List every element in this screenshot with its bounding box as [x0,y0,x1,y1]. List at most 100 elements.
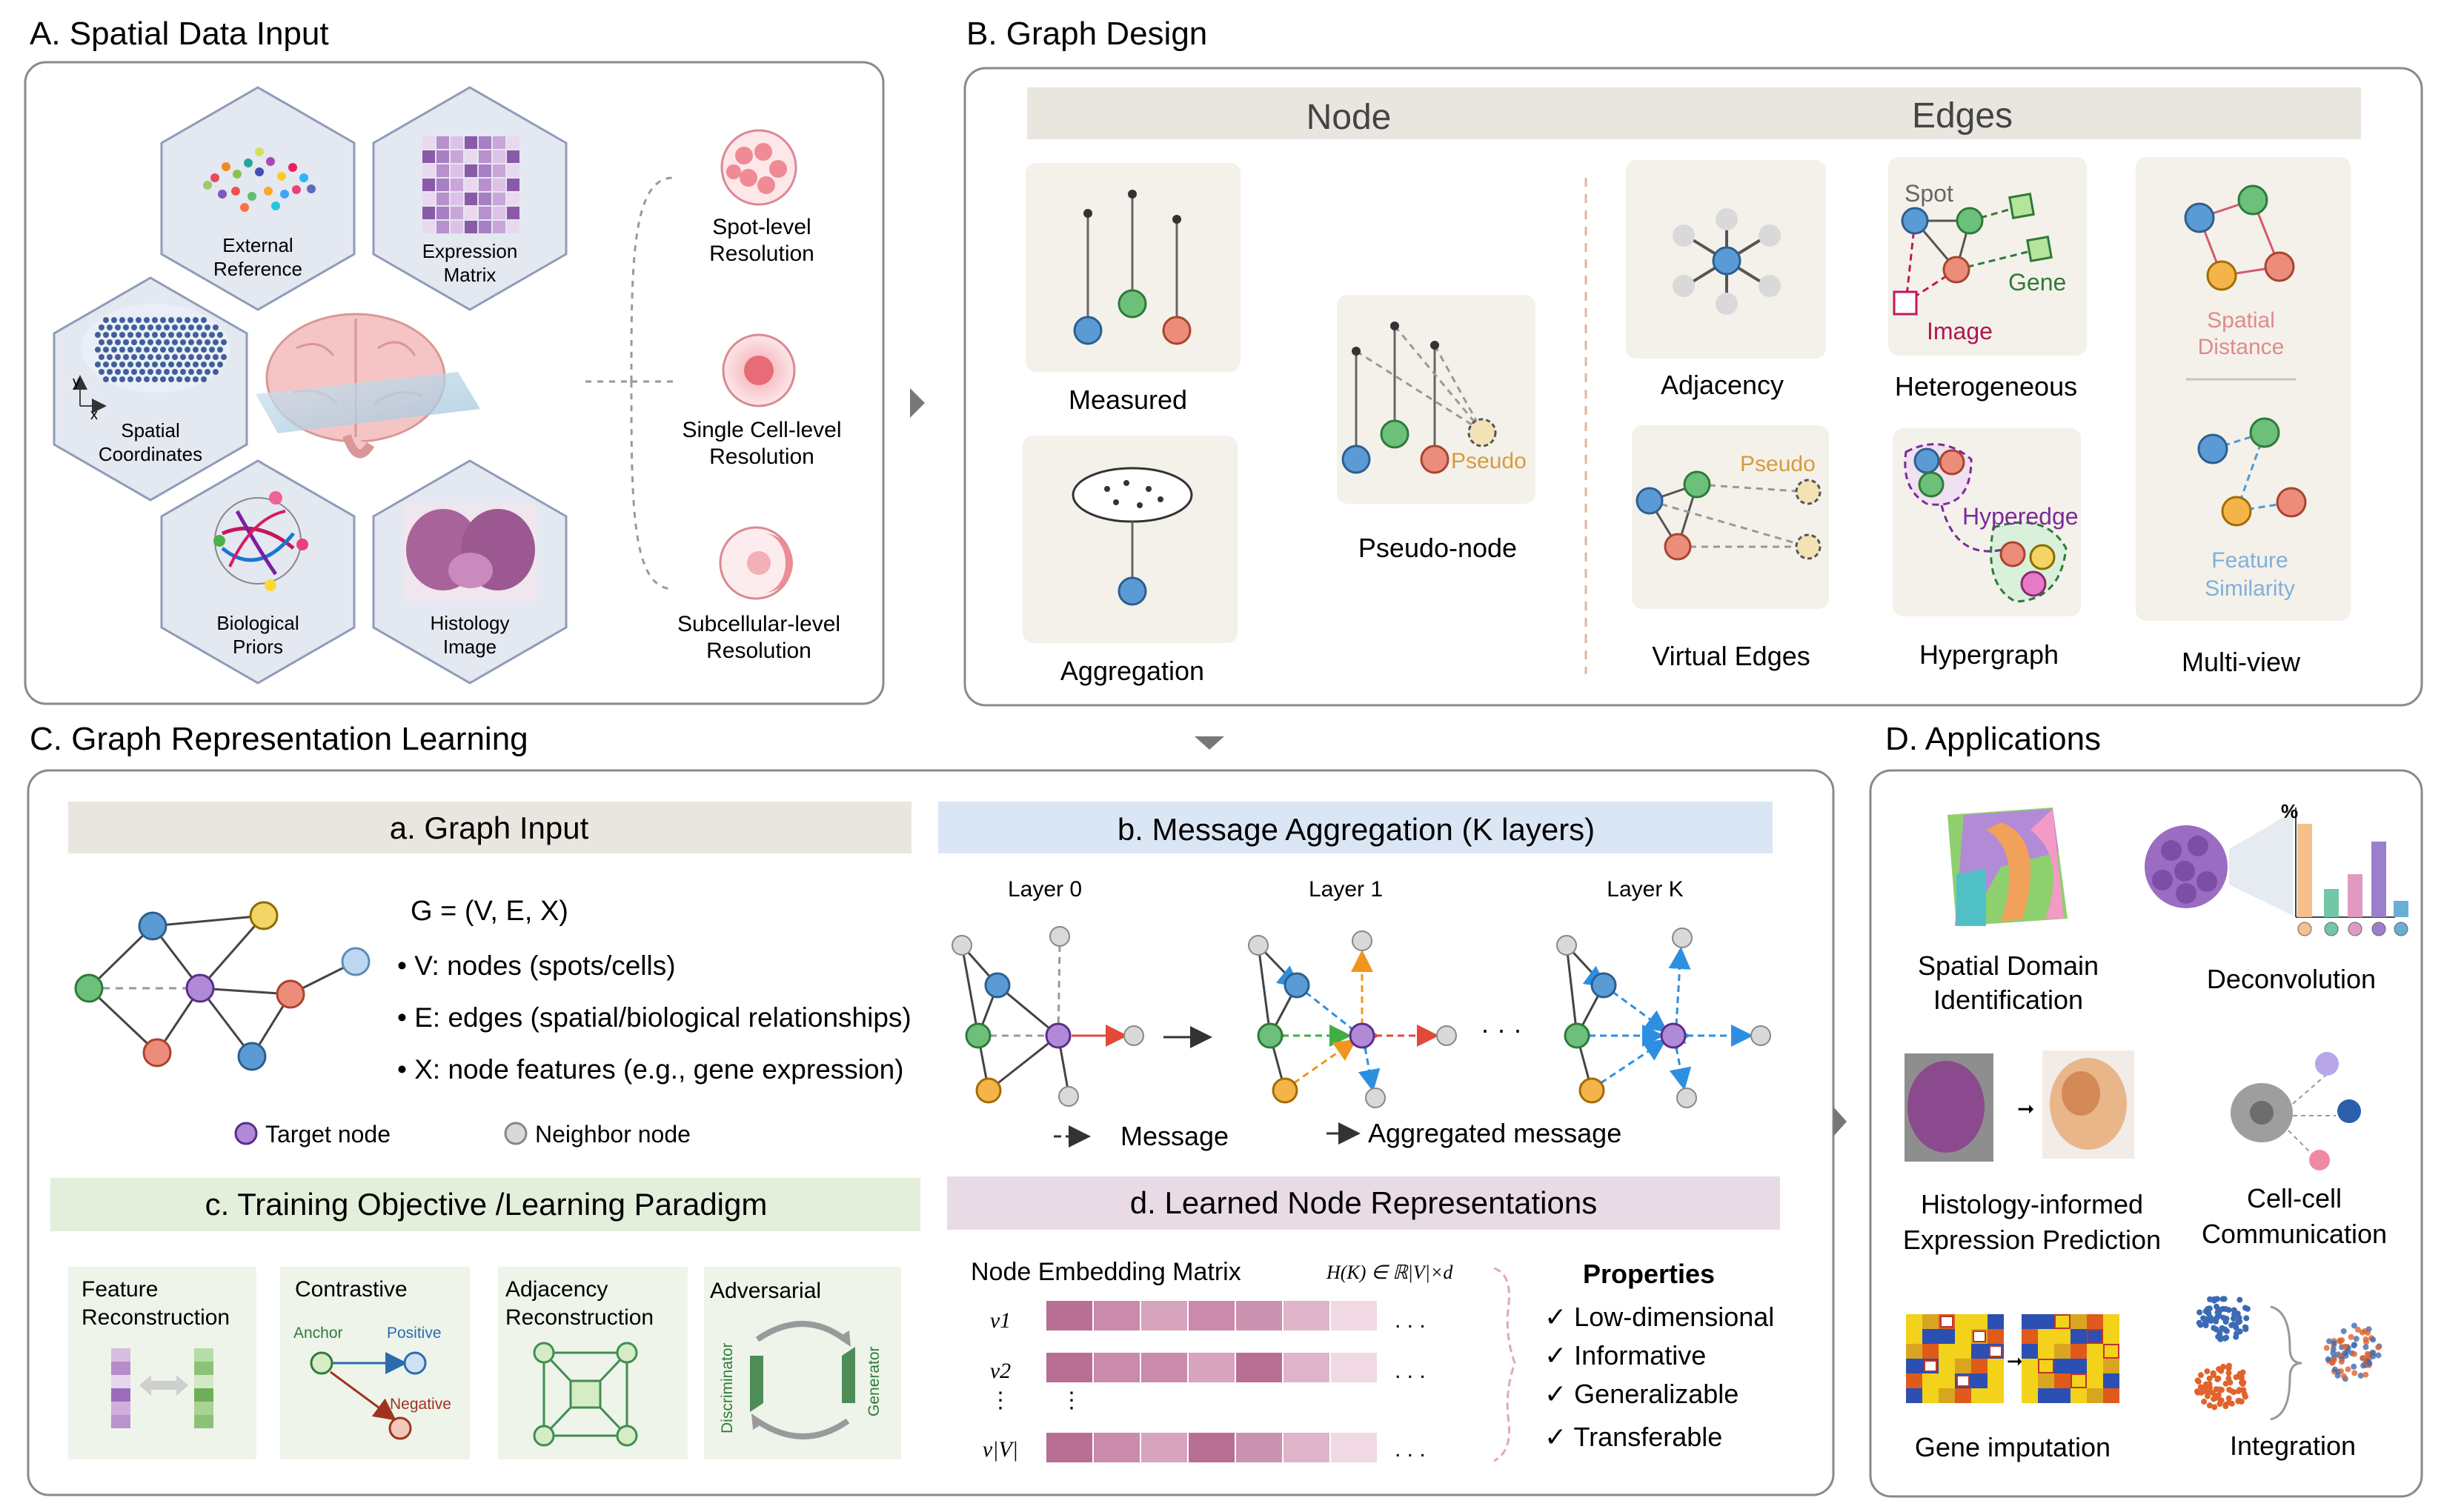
hetero-spot-label: Spot [1905,180,1953,207]
spatial-domain-icon [1947,807,2068,926]
spatial-distance-line2: Distance [2198,335,2285,359]
node-header: Node [1306,98,1392,137]
properties-title: Properties [1583,1259,1715,1289]
single-cell-icon [722,333,796,407]
hex-biological-priors: Biological Priors [160,459,356,685]
spatial-distance-line1: Spatial [2207,308,2275,333]
virtual-edges-label: Virtual Edges [1652,641,1810,671]
bullet-features: • X: node features (e.g., gene expressio… [397,1054,903,1085]
target-node-legend-icon [234,1122,258,1145]
arrow-right-icon [910,388,925,418]
adversarial-label: Adversarial [710,1279,821,1303]
layer-1-label: Layer 1 [1309,877,1383,902]
embedding-formula: H(K) ∈ ℝ|V|×d [1326,1262,1453,1283]
app-cellcell-line2: Communication [2202,1219,2387,1249]
feature-similarity-line1: Feature [2211,548,2288,573]
generator-label: Generator [866,1346,883,1416]
training-title: c. Training Objective /Learning Paradigm [205,1187,768,1222]
hex-reference-line1: External [222,234,293,256]
hex-histology-line2: Image [443,636,497,658]
anchor-label: Anchor [293,1325,343,1342]
hex-spatial-coordinates: y x Spatial Coordinates [53,276,248,502]
arrow-right-icon [1833,1107,1847,1136]
resolution-single-line2: Resolution [709,444,814,469]
legend-neighbor: Neighbor node [535,1121,691,1148]
brain-icon [256,313,480,459]
subcellular-icon [719,526,793,600]
row-label-vV: v|V| [983,1437,1018,1462]
deconvolution-bars [2297,824,2408,936]
hypergraph-graph [1904,443,2068,603]
learned-title: d. Learned Node Representations [1130,1185,1597,1220]
positive-node [403,1351,427,1375]
pseudo-node-graph [1341,322,1497,474]
pseudo-node-box [1337,295,1535,504]
multiview-label: Multi-view [2182,647,2301,677]
measured-graph [1073,190,1192,345]
hetero-gene-label: Gene [2008,269,2066,296]
hex-external-reference: External Reference [160,86,356,311]
feature-recon-line1: Feature [82,1277,158,1302]
hetero-image-label: Image [1927,318,1993,344]
adjacency-recon-box [498,1267,688,1459]
resolution-sub-line2: Resolution [706,639,811,663]
feature-vector-icon [111,1348,213,1428]
adjacency-graph [1673,208,1781,315]
hex-matrix-line1: Expression [422,240,518,262]
panel-c-title: C. Graph Representation Learning [30,721,528,757]
measured-label: Measured [1069,384,1187,415]
gene-imputation-icon: ➞ [1906,1314,2119,1403]
resolution-single-line1: Single Cell-level [682,418,841,442]
hex-priors-line2: Priors [233,636,283,658]
layer-k-label: Layer K [1607,877,1683,902]
message-agg-title: b. Message Aggregation (K layers) [1118,812,1595,847]
hex-expression-matrix: Expression Matrix [372,86,568,311]
embedding-title: Node Embedding Matrix [971,1258,1241,1286]
feature-recon-line2: Reconstruction [82,1305,230,1330]
resolution-sub-line1: Subcellular-level [677,612,840,636]
app-histology-line2: Expression Prediction [1903,1225,2161,1255]
hex-histology-line1: Histology [431,612,510,634]
layer-1-graph [1248,930,1457,1108]
aggregation-label: Aggregation [1060,656,1204,686]
hyperedge-label: Hyperedge [1962,503,2079,530]
pseudo-node-label: Pseudo-node [1358,533,1517,563]
bidirectional-arrow-icon [139,1375,188,1396]
property-2: ✓ Informative [1544,1340,1706,1371]
layer-ellipsis: · · · [1481,1014,1522,1045]
property-4: ✓ Transferable [1544,1422,1722,1452]
histology-expression-icon: ➞ [1905,1050,2134,1162]
resolution-spot-line2: Resolution [709,242,814,266]
heterogeneous-label: Heterogeneous [1895,371,2077,402]
virtual-edges-box [1632,425,1829,609]
svg-text:➞: ➞ [2017,1097,2034,1120]
property-3: ✓ Generalizable [1544,1379,1739,1409]
training-header [50,1178,920,1231]
contrastive-label: Contrastive [295,1277,408,1302]
hex-priors-line1: Biological [216,612,299,634]
col-vdots: ⋮ [1060,1388,1083,1413]
positive-label: Positive [387,1325,442,1342]
resolution-spot-line1: Spot-level [712,215,811,239]
heterogeneous-box [1888,157,2087,356]
arrow-down-icon [1195,736,1224,750]
graph-formula: G = (V, E, X) [411,896,568,927]
app-histology-line1: Histology-informed [1921,1189,2143,1219]
discriminator-label: Discriminator [719,1342,736,1433]
graph-input-title: a. Graph Input [390,810,589,845]
app-deconv-line1: Deconvolution [2207,964,2376,994]
pseudo-tag: Pseudo [1451,449,1527,473]
axis-x-label: x [90,407,98,423]
adversarial-loop-icon [750,1321,855,1439]
deconv-percent-label: % [2281,800,2298,822]
deconvolution-icon [2145,807,2395,918]
row-label-v2: v2 [990,1359,1011,1383]
adjacency-recon-line1: Adjacency [505,1277,608,1302]
adjacency-recon-line2: Reconstruction [505,1305,654,1330]
network-icon [213,491,308,591]
feature-similarity-line2: Similarity [2205,576,2295,601]
aggregation-box [1023,436,1238,643]
neighbor-node-legend-icon [504,1122,528,1145]
spot-grid-icon [82,304,230,393]
